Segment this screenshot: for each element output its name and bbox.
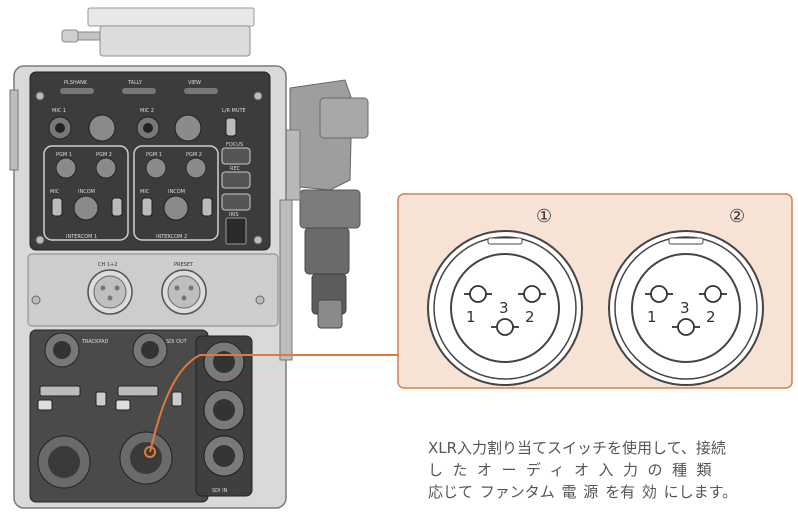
indicator-tally (122, 88, 156, 94)
label-plshank: PLSHANK (64, 80, 88, 86)
intercom-1-block (43, 145, 129, 241)
lower-connectors (37, 332, 245, 489)
screw-icons (31, 91, 265, 305)
label-pgm1-b: PGM 1 (146, 152, 162, 158)
intercom-2-block (133, 145, 219, 241)
caption-text: XLR入力割り当てスイッチを使用して、接続 したオーディオ入力の種類 応じて フ… (428, 437, 796, 503)
callout-number-1: ① (536, 206, 552, 227)
label-mic1: MIC 1 (52, 108, 66, 114)
lr-mute-switch[interactable] (225, 117, 237, 137)
label-pgm1-a: PGM 1 (56, 152, 72, 158)
label-trackpad: TRACKPAD (81, 339, 109, 345)
rec-button-2[interactable] (221, 193, 251, 211)
label-mic-a: MIC (50, 189, 60, 195)
iris-wheel[interactable] (225, 217, 247, 245)
xlr-connector-2 (608, 230, 764, 386)
xlr-assign-switches[interactable] (37, 385, 183, 411)
label-xlr-preset: PRESET (174, 262, 194, 268)
caption-line-2: したオーディオ入力の種類 (428, 461, 721, 479)
pin-3-label-a: 3 (499, 299, 509, 317)
label-mic-b: MIC (140, 189, 150, 195)
pin-1-label-b: 1 (647, 308, 657, 326)
label-view: VIEW (188, 80, 201, 86)
label-rec: REC (230, 166, 241, 172)
mic-row (48, 114, 202, 142)
highlight-marker (144, 446, 156, 458)
callout-number-2: ② (729, 206, 745, 227)
indicator-plshank (60, 88, 94, 94)
focus-button[interactable] (221, 147, 251, 165)
pin-1-label-a: 1 (466, 308, 476, 326)
pin-3-label-b: 3 (680, 299, 690, 317)
label-pgm2-b: PGM 2 (186, 152, 202, 158)
label-incom-a: INCOM (78, 189, 95, 195)
label-mic2: MIC 2 (140, 108, 154, 114)
label-focus: FOCUS (226, 142, 243, 148)
label-sdi-in: SDI IN (212, 488, 228, 494)
pin-2-label-b: 2 (706, 308, 716, 326)
rec-button[interactable] (221, 171, 251, 189)
label-lr-mute: L/R MUTE (222, 108, 246, 114)
label-incom-b: INCOM (168, 189, 185, 195)
label-xlr-ch12: CH 1+2 (98, 262, 117, 268)
xlr-connector-1 (427, 230, 583, 386)
pin-2-label-a: 2 (525, 308, 535, 326)
caption-line-1: XLR入力割り当てスイッチを使用して、接続 (428, 439, 726, 457)
top-mount-plate (61, 7, 255, 57)
label-tally: TALLY (127, 80, 143, 86)
label-intercom-1: INTERCOM 1 (66, 234, 97, 240)
xlr-input-2-small[interactable] (161, 269, 207, 315)
label-pgm2-a: PGM 2 (96, 152, 112, 158)
xlr-input-1-small[interactable] (87, 269, 133, 315)
label-sdi-out: SDI OUT (166, 339, 188, 345)
label-iris: IRIS (229, 212, 239, 218)
leader-line (149, 354, 398, 453)
caption-line-3: 応じて ファンタム 電 源 を有 効 にします。 (428, 483, 738, 501)
indicator-view (184, 88, 218, 94)
label-intercom-2: INTERCOM 2 (156, 234, 187, 240)
